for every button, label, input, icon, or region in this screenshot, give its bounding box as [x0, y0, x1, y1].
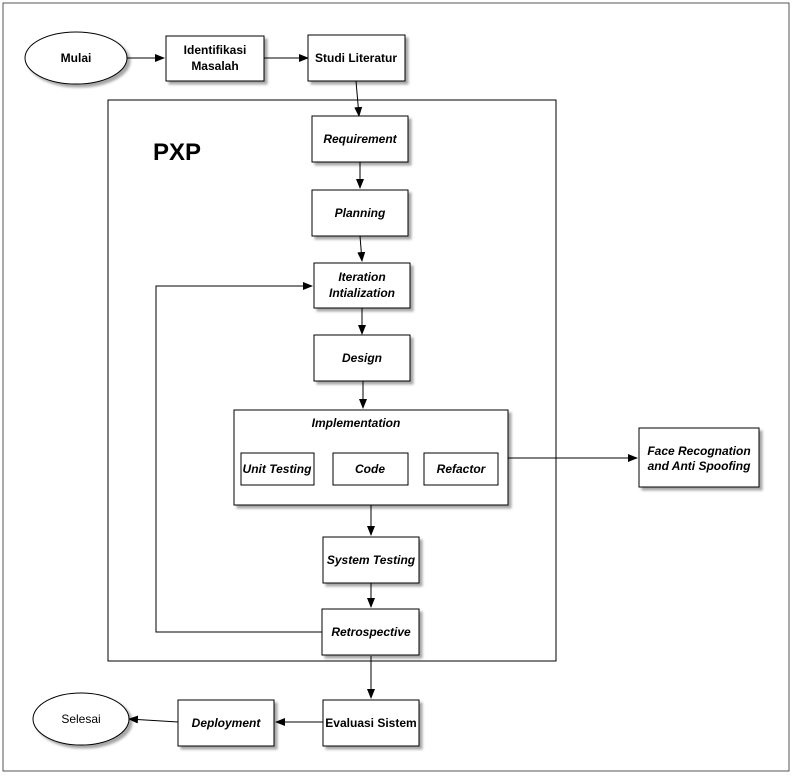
evaluasi-sistem-box: Evaluasi Sistem: [322, 699, 420, 747]
deployment-box: Deployment: [177, 699, 275, 747]
end-node: Selesai: [32, 692, 130, 746]
system-testing-box: System Testing: [322, 536, 420, 584]
arrow-planning-iteration: [357, 235, 366, 262]
design-box: Design: [313, 334, 411, 382]
svg-text:Unit Testing: Unit Testing: [243, 462, 313, 476]
svg-text:Masalah: Masalah: [191, 59, 238, 73]
svg-text:System Testing: System Testing: [327, 553, 416, 567]
svg-text:Intialization: Intialization: [329, 286, 395, 300]
svg-text:Planning: Planning: [335, 206, 386, 220]
requirement-box: Requirement: [311, 115, 409, 163]
svg-text:Deployment: Deployment: [192, 716, 262, 730]
svg-text:Identifikasi: Identifikasi: [184, 43, 247, 57]
arrow-retrospective-iteration: [155, 282, 322, 633]
svg-text:Iteration: Iteration: [338, 270, 385, 284]
svg-text:Code: Code: [355, 462, 385, 476]
svg-text:Selesai: Selesai: [61, 712, 100, 726]
identifikasi-masalah-box: Identifikasi Masalah: [165, 35, 265, 82]
svg-text:and Anti Spoofing: and Anti Spoofing: [648, 459, 752, 473]
planning-box: Planning: [311, 189, 409, 237]
face-recognition-box: Face Recognation and Anti Spoofing: [638, 427, 760, 488]
iteration-initialization-box: Iteration Intialization: [313, 262, 411, 309]
connectors: [127, 54, 638, 726]
svg-text:Design: Design: [342, 351, 382, 365]
svg-text:Retrospective: Retrospective: [331, 625, 411, 639]
svg-text:Mulai: Mulai: [61, 51, 92, 65]
pxp-title: PXP: [153, 139, 201, 166]
retrospective-box: Retrospective: [321, 608, 420, 656]
unit-testing-box: Unit Testing: [240, 452, 315, 486]
arrow-studi-requirement: [354, 80, 363, 117]
svg-text:Face Recognation: Face Recognation: [647, 444, 750, 458]
svg-text:Refactor: Refactor: [437, 462, 487, 476]
start-node: Mulai: [24, 31, 128, 85]
refactor-box: Refactor: [423, 452, 499, 486]
studi-literatur-box: Studi Literatur: [307, 34, 406, 82]
svg-text:Studi Literatur: Studi Literatur: [315, 51, 397, 65]
svg-text:Evaluasi Sistem: Evaluasi Sistem: [325, 716, 416, 730]
svg-text:Requirement: Requirement: [323, 132, 397, 146]
arrow-deployment-selesai: [128, 715, 179, 724]
code-box: Code: [332, 452, 409, 486]
svg-text:Implementation: Implementation: [312, 416, 401, 430]
